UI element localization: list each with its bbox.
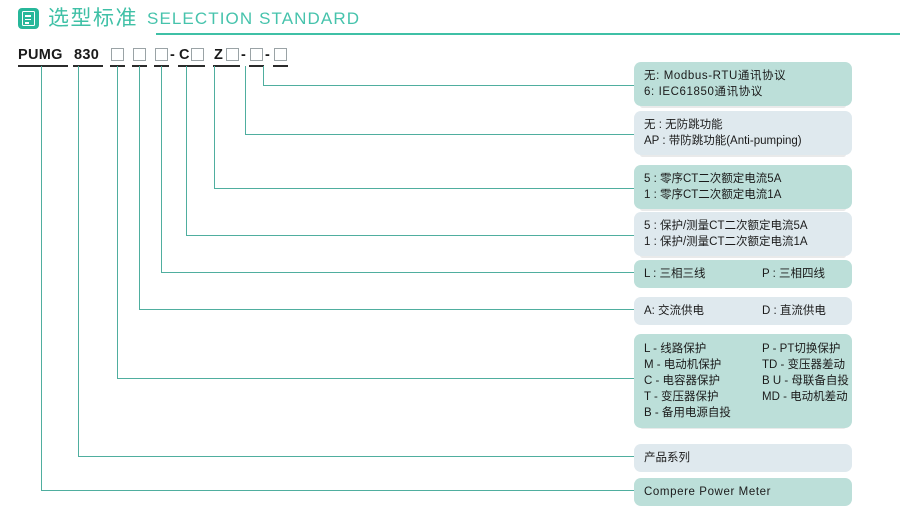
legend-row-text: Compere Power Meter xyxy=(644,486,772,498)
header-underline xyxy=(156,33,900,35)
model-code-slot-2[interactable] xyxy=(133,48,146,61)
connector-arm-zero-ct xyxy=(214,188,634,190)
connector-stem-protection xyxy=(117,66,119,379)
legend-row-text: AP : 带防跳功能(Anti-pumping) xyxy=(644,135,802,147)
connector-arm-brand xyxy=(41,490,634,492)
model-code-slot-3[interactable] xyxy=(155,48,168,61)
code-underline-3 xyxy=(154,65,169,67)
legend-row-text: 无: Modbus-RTU通讯协议 xyxy=(644,70,787,82)
code-underline-2 xyxy=(132,65,147,67)
code-underline-1 xyxy=(110,65,125,67)
code-underline-6 xyxy=(249,65,264,67)
connector-stem-pm-ct xyxy=(186,66,188,236)
legend-row-text: T - 变压器保护 xyxy=(644,391,719,403)
connector-arm-wiring xyxy=(161,272,634,274)
model-code-dash-1: - xyxy=(170,47,175,63)
code-underline-7 xyxy=(273,65,288,67)
model-code-slot-4[interactable] xyxy=(191,48,204,61)
legend-box-product-series[interactable]: 产品系列 xyxy=(634,444,852,472)
connector-stem-brand xyxy=(41,66,43,491)
legend-row-text: M - 电动机保护 xyxy=(644,359,722,371)
legend-row-text: A: 交流供电 xyxy=(644,305,705,317)
page-title-cn: 选型标准 xyxy=(48,7,138,30)
legend-box-anti-pumping[interactable]: 无 : 无防跳功能 AP : 带防跳功能(Anti-pumping) xyxy=(634,111,852,155)
connector-arm-series xyxy=(78,456,634,458)
legend-box-power-supply-type[interactable]: A: 交流供电 D : 直流供电 xyxy=(634,297,852,325)
code-underline-4 xyxy=(178,65,205,67)
legend-row-text: 产品系列 xyxy=(644,452,690,464)
legend-row-text: C - 电容器保护 xyxy=(644,375,721,387)
code-underline-5 xyxy=(213,65,240,67)
legend-row-text: MD - 电动机差动 xyxy=(762,391,848,403)
legend-row-text: D : 直流供电 xyxy=(762,305,826,317)
model-code-series: 830 xyxy=(74,47,100,63)
legend-row-text: L : 三相三线 xyxy=(644,268,706,280)
legend-row-text: 6: IEC61850通讯协议 xyxy=(644,86,763,98)
connector-arm-protocol xyxy=(263,85,634,87)
legend-box-protection-measurement-ct-current[interactable]: 5 : 保护/测量CT二次额定电流5A 1 : 保护/测量CT二次额定电流1A xyxy=(634,212,852,256)
legend-row-text: B - 备用电源自投 xyxy=(644,407,731,419)
legend-row-text: B U - 母联备自投 xyxy=(762,375,849,387)
legend-box-protection-function-type[interactable]: L - 线路保护 P - PT切换保护 M - 电动机保护 TD - 变压器差动… xyxy=(634,334,852,428)
connector-arm-anti-pumping xyxy=(245,134,634,136)
legend-row-text: P - PT切换保护 xyxy=(762,343,841,355)
model-code-dash-2: - xyxy=(241,47,246,63)
legend-row-text: TD - 变压器差动 xyxy=(762,359,846,371)
legend-box-brand-name[interactable]: Compere Power Meter xyxy=(634,478,852,506)
legend-row-text: 无 : 无防跳功能 xyxy=(644,119,723,131)
model-code-slot-5[interactable] xyxy=(226,48,239,61)
legend-row-text: 1 : 零序CT二次额定电流1A xyxy=(644,189,782,201)
legend-box-communication-protocol[interactable]: 无: Modbus-RTU通讯协议 6: IEC61850通讯协议 xyxy=(634,62,852,106)
legend-row-text: 5 : 保护/测量CT二次额定电流5A xyxy=(644,220,808,232)
connector-arm-power xyxy=(139,309,634,311)
legend-box-wiring-type[interactable]: L : 三相三线 P : 三相四线 xyxy=(634,260,852,288)
model-code-dash-3: - xyxy=(265,47,270,63)
connector-stem-anti-pumping xyxy=(245,66,247,135)
model-code-slot-7[interactable] xyxy=(274,48,287,61)
legend-row-text: P : 三相四线 xyxy=(762,268,826,280)
model-code-slot-6[interactable] xyxy=(250,48,263,61)
model-code-letter-z: Z xyxy=(214,47,224,63)
connector-stem-series xyxy=(78,66,80,457)
code-underline-prefix xyxy=(18,65,68,67)
legend-row-text: 1 : 保护/测量CT二次额定电流1A xyxy=(644,236,808,248)
model-code-slot-1[interactable] xyxy=(111,48,124,61)
page-title-en: SELECTION STANDARD xyxy=(147,8,361,28)
legend-box-zero-sequence-ct-current[interactable]: 5 : 零序CT二次额定电流5A 1 : 零序CT二次额定电流1A xyxy=(634,165,852,209)
legend-row-text: 5 : 零序CT二次额定电流5A xyxy=(644,173,782,185)
connector-stem-zero-ct xyxy=(214,66,216,189)
connector-stem-wiring xyxy=(161,66,163,273)
connector-stem-protocol xyxy=(263,66,265,86)
code-underline-series xyxy=(73,65,103,67)
connector-arm-protection xyxy=(117,378,634,380)
model-code-letter-c: C xyxy=(179,47,190,63)
model-code-prefix: PUMG xyxy=(18,47,63,63)
page-header: 选型标准 SELECTION STANDARD xyxy=(18,8,360,29)
legend-row-text: L - 线路保护 xyxy=(644,343,707,355)
connector-arm-pm-ct xyxy=(186,235,634,237)
connector-stem-power xyxy=(139,66,141,310)
document-list-icon xyxy=(18,8,39,29)
